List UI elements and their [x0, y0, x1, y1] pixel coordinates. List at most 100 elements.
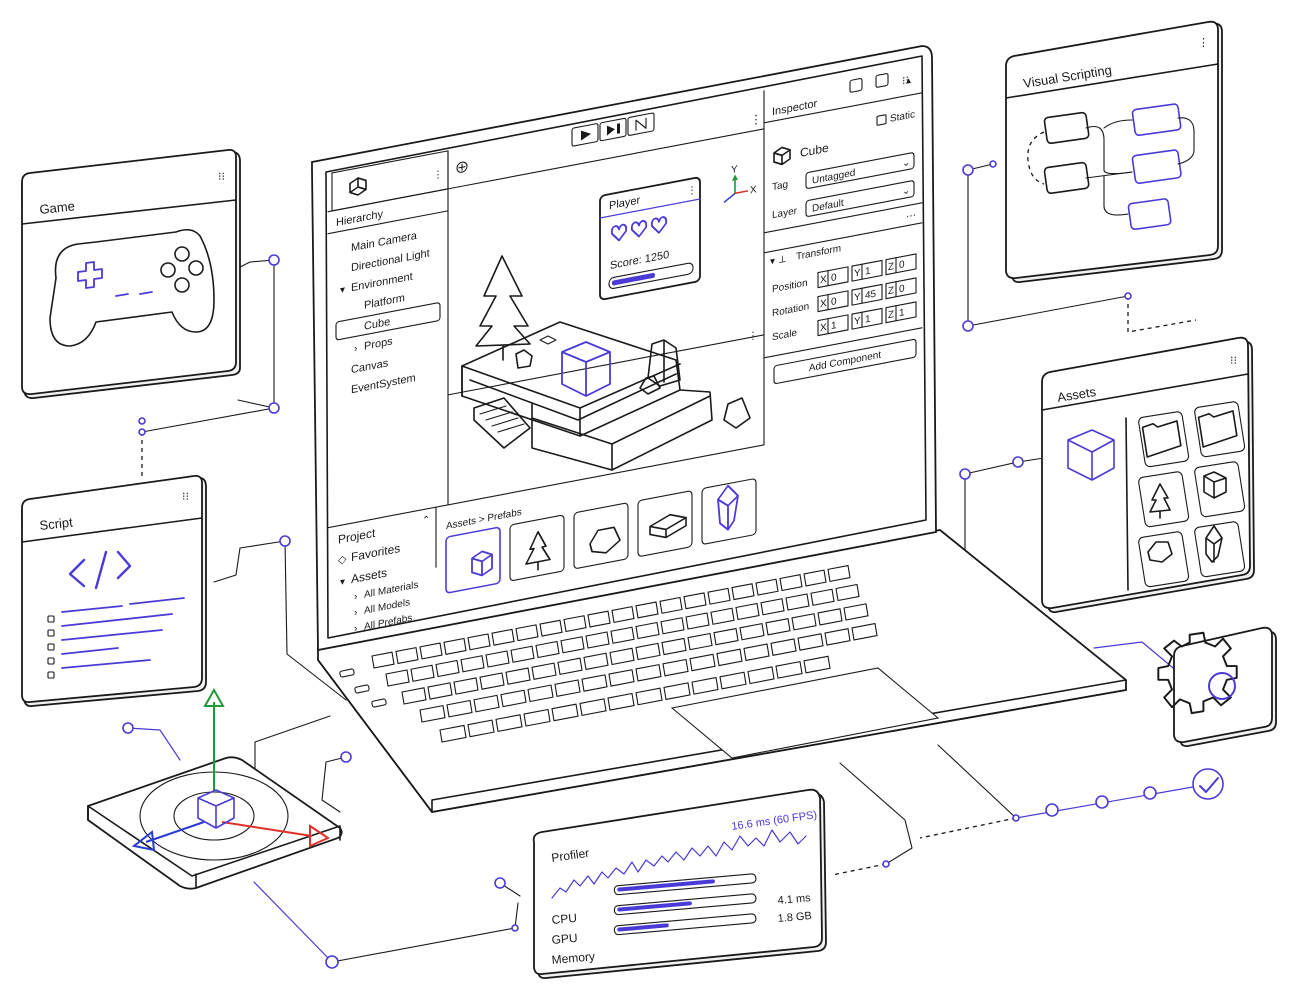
keyboard-key[interactable]: [817, 608, 843, 626]
position-y-field[interactable]: [851, 259, 883, 282]
keyboard-key[interactable]: [827, 564, 851, 583]
keyboard-key[interactable]: [735, 602, 760, 621]
keyboard-key[interactable]: [427, 682, 453, 700]
vs-node[interactable]: [1131, 103, 1182, 137]
keyboard-key[interactable]: [659, 596, 683, 614]
chevron-right-icon[interactable]: ›: [354, 591, 357, 603]
keyboard-key[interactable]: [419, 642, 443, 660]
keyboard-key[interactable]: [663, 682, 691, 701]
hierarchy-item[interactable]: Props: [364, 335, 393, 352]
keyboard-key[interactable]: [587, 610, 611, 628]
asset-tile[interactable]: [1138, 471, 1190, 528]
keyboard-key[interactable]: [635, 663, 662, 682]
keyboard-key[interactable]: [835, 583, 860, 602]
keyboard-key[interactable]: [747, 666, 775, 685]
keyboard-key[interactable]: [770, 638, 797, 656]
keyboard-key[interactable]: [419, 704, 446, 723]
keyboard-key[interactable]: [685, 612, 710, 630]
keyboard-key[interactable]: [797, 633, 824, 651]
keyboard-key[interactable]: [662, 658, 689, 677]
keyboard-key[interactable]: [585, 631, 610, 649]
keyboard-key[interactable]: [539, 619, 563, 637]
keyboard-key[interactable]: [660, 617, 685, 635]
rotation-z-field[interactable]: [885, 277, 917, 300]
prefab-tile[interactable]: [637, 490, 693, 557]
chevron-right-icon[interactable]: ›: [354, 623, 357, 635]
keyboard-key[interactable]: [535, 640, 560, 659]
toolbar-menu-icon[interactable]: ⋮: [750, 111, 762, 127]
keyboard-key[interactable]: [785, 593, 810, 611]
keyboard-key[interactable]: [443, 637, 467, 655]
keyboard-key[interactable]: [779, 574, 803, 592]
keyboard-key[interactable]: [583, 652, 609, 671]
layer-dropdown[interactable]: [805, 180, 915, 217]
scale-z-field[interactable]: [885, 301, 917, 324]
keyboard-key[interactable]: [710, 607, 735, 625]
keyboard-key[interactable]: [560, 636, 585, 654]
grid-menu-icon[interactable]: ⁝⁝: [1230, 355, 1237, 367]
collapse-icon[interactable]: ⌃: [422, 514, 430, 526]
lock-icon[interactable]: ▴: [906, 75, 911, 87]
keyboard-key[interactable]: [491, 628, 515, 646]
layout-icon[interactable]: [849, 78, 863, 93]
keyboard-key[interactable]: [385, 669, 410, 687]
player-menu-icon[interactable]: ⋮: [687, 185, 697, 198]
keyboard-key[interactable]: [401, 687, 427, 705]
prefab-tile[interactable]: [445, 526, 501, 594]
layers-icon[interactable]: [875, 73, 889, 88]
keyboard-key[interactable]: [739, 622, 765, 641]
prefab-tile[interactable]: [573, 502, 629, 569]
keyboard-key[interactable]: [467, 719, 495, 738]
keyboard-key[interactable]: [810, 588, 835, 606]
folder-tile[interactable]: [1138, 411, 1190, 468]
keyboard-key[interactable]: [485, 650, 510, 668]
keyboard-key[interactable]: [579, 698, 607, 717]
chevron-down-icon[interactable]: ▾: [770, 256, 775, 268]
keyboard-key[interactable]: [851, 622, 878, 641]
keyboard-key[interactable]: [691, 676, 719, 695]
keyboard-key[interactable]: [635, 642, 661, 661]
keyboard-key[interactable]: [563, 615, 587, 633]
keyboard-key[interactable]: [661, 637, 687, 656]
settings-tile[interactable]: [1157, 626, 1277, 747]
vs-node[interactable]: [1127, 198, 1172, 231]
keyboard-key[interactable]: [410, 664, 435, 682]
chevron-down-icon[interactable]: ▾: [340, 285, 345, 297]
keyboard-key[interactable]: [495, 714, 523, 733]
scale-y-field[interactable]: [851, 307, 883, 330]
keyboard-key[interactable]: [803, 569, 827, 587]
position-z-field[interactable]: [885, 253, 917, 276]
prefab-tile[interactable]: [509, 514, 565, 581]
rotation-y-field[interactable]: [851, 283, 883, 306]
keyboard-key[interactable]: [581, 674, 608, 692]
keyboard-key[interactable]: [527, 684, 554, 703]
keyboard-key[interactable]: [608, 669, 635, 687]
keyboard-key[interactable]: [635, 621, 660, 640]
keyboard-key[interactable]: [687, 632, 713, 651]
keyboard-key[interactable]: [843, 603, 869, 621]
keyboard-key[interactable]: [635, 687, 663, 706]
keyboard-key[interactable]: [554, 679, 581, 697]
keyboard-key[interactable]: [446, 699, 473, 718]
keyboard-key[interactable]: [713, 627, 739, 646]
static-checkbox[interactable]: [876, 114, 887, 126]
vs-node[interactable]: [1043, 161, 1090, 195]
add-icon[interactable]: [456, 161, 468, 173]
folder-tile[interactable]: [1194, 401, 1246, 458]
keyboard-key[interactable]: [611, 605, 635, 624]
chevron-right-icon[interactable]: ›: [354, 607, 357, 619]
keyboard-key[interactable]: [479, 672, 505, 690]
keyboard-key[interactable]: [707, 587, 731, 605]
grid-menu-icon[interactable]: ⁝⁝: [182, 491, 189, 503]
chevron-down-icon[interactable]: ▾: [340, 577, 345, 589]
keyboard-key[interactable]: [716, 648, 743, 667]
keyboard-key[interactable]: [395, 646, 419, 665]
add-component-button[interactable]: [773, 338, 917, 384]
keyboard-key[interactable]: [755, 578, 779, 596]
project-assets[interactable]: Assets: [351, 566, 387, 587]
grid-menu-icon[interactable]: ⁝⁝: [902, 74, 909, 87]
keyboard-key[interactable]: [609, 647, 635, 666]
keyboard-key[interactable]: [523, 708, 551, 727]
keyboard-key[interactable]: [435, 659, 460, 678]
transform-menu-icon[interactable]: ⋯: [906, 210, 916, 223]
